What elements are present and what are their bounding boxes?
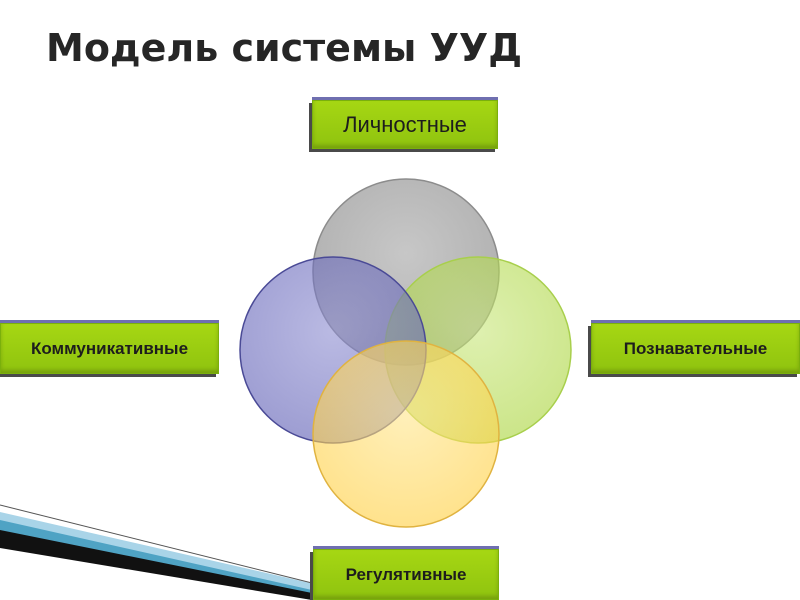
slide-title: Модель системы УУД: [46, 26, 523, 70]
label-lichnostnye: Личностные: [312, 100, 498, 149]
label-regulyativnye: Регулятивные: [313, 549, 499, 600]
label-kommunikativnye: Коммуникативные: [0, 323, 219, 374]
corner-stripe-dark: [0, 530, 312, 600]
label-poznavatelnye: Познавательные: [591, 323, 800, 374]
circle-regulyativnye: [312, 340, 500, 528]
corner-line: [0, 504, 313, 584]
